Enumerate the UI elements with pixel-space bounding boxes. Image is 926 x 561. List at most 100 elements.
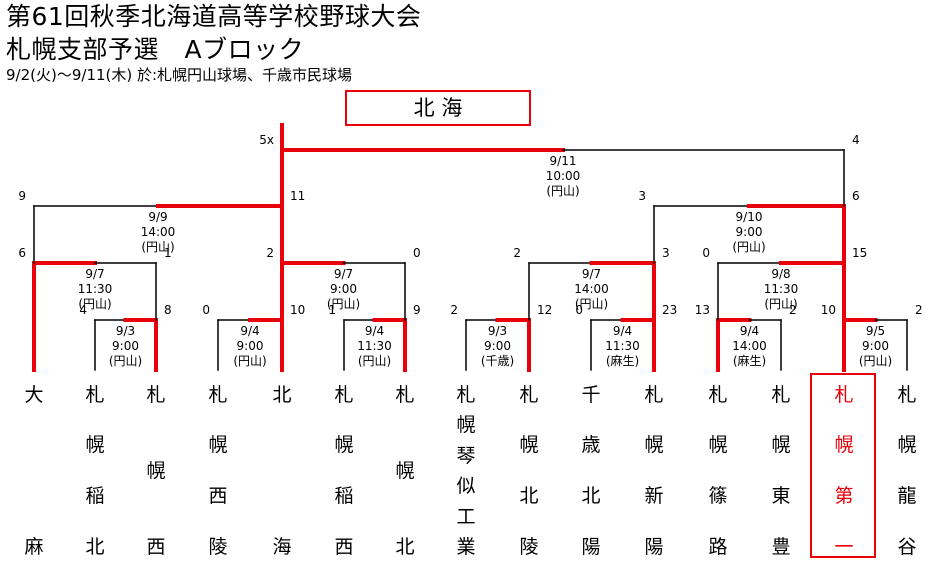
team-name-char: 琴 [456, 445, 476, 467]
match-score: 10 [290, 303, 305, 317]
team-name-char: 札 [708, 384, 728, 406]
team-name-char: 幌 [644, 434, 664, 456]
team-name-char: 篠 [708, 485, 728, 507]
team-name-char: 札 [834, 384, 854, 406]
match-time: 9:00 [112, 339, 139, 353]
match-score: 6 [18, 246, 26, 260]
team-name-char: 札 [334, 384, 354, 406]
team-name-char: 工 [456, 506, 476, 528]
match-date: 9/3 [488, 324, 507, 338]
match-score: 2 [513, 246, 521, 260]
team-name-char: 幌 [897, 434, 917, 456]
team-name-char: 陽 [644, 536, 664, 558]
team-name-char: 千 [581, 384, 601, 406]
team-name-char: 稲 [85, 485, 105, 507]
match-venue: (円山) [141, 240, 174, 254]
team-name-char: 北 [519, 485, 539, 507]
team-name-char: 谷 [897, 536, 917, 558]
match-score: 3 [662, 246, 670, 260]
page-subtitle: 札幌支部予選 Aブロック [6, 35, 305, 64]
match-time: 14:00 [141, 225, 176, 239]
match-time: 14:00 [732, 339, 767, 353]
match-date: 9/11 [550, 154, 577, 168]
match-score: 2 [266, 246, 274, 260]
team-name-char: 北 [85, 536, 105, 558]
team-name-char: 陵 [208, 536, 228, 558]
match-score: 10 [821, 303, 836, 317]
team-name-char: 札 [208, 384, 228, 406]
match-score: 4 [852, 133, 860, 147]
match-time: 11:30 [764, 282, 799, 296]
team-name-char: 幌 [85, 434, 105, 456]
team-name-char: 麻 [24, 536, 44, 558]
team-name-char: 札 [395, 384, 415, 406]
team-name-char: 第 [834, 485, 854, 507]
team-name-char: 業 [456, 536, 476, 558]
team-name-char: 北 [395, 536, 415, 558]
match-venue: (円山) [109, 354, 142, 368]
match-time: 11:30 [357, 339, 392, 353]
match-venue: (円山) [327, 297, 360, 311]
team-name-char: 幌 [146, 460, 166, 482]
team-name-char: 幌 [519, 434, 539, 456]
team-name-char: 北 [581, 485, 601, 507]
champion-box [345, 90, 531, 126]
team-name-char: 似 [456, 475, 476, 497]
team-name-char: 陵 [519, 536, 539, 558]
match-venue: (円山) [764, 297, 797, 311]
team-name-char: 幌 [208, 434, 228, 456]
match-score: 1 [164, 246, 172, 260]
match-date: 9/4 [740, 324, 759, 338]
match-time: 11:30 [605, 339, 640, 353]
team-name-char: 一 [834, 536, 854, 558]
team-name-char: 歳 [581, 434, 601, 456]
match-score: 0 [202, 303, 210, 317]
team-name-char: 稲 [334, 485, 354, 507]
match-score: 5x [259, 133, 274, 147]
team-name-char: 札 [456, 384, 476, 406]
team-name-char: 幌 [456, 414, 476, 436]
page-title: 第61回秋季北海道高等学校野球大会 [6, 2, 422, 31]
team-name-char: 新 [644, 485, 664, 507]
match-score: 4 [79, 303, 87, 317]
match-time: 9:00 [330, 282, 357, 296]
team-name-char: 幌 [708, 434, 728, 456]
team-name-char: 幌 [834, 434, 854, 456]
champion-name: 北 海 [414, 96, 463, 120]
match-venue: (円山) [233, 354, 266, 368]
match-date: 9/4 [613, 324, 632, 338]
match-venue: (円山) [78, 297, 111, 311]
team-name-char: 路 [708, 536, 728, 558]
team-name-char: 札 [644, 384, 664, 406]
match-date: 9/3 [116, 324, 135, 338]
match-time: 11:30 [78, 282, 113, 296]
match-venue: (千歳) [481, 354, 514, 368]
match-time: 9:00 [862, 339, 889, 353]
team-name-char: 西 [146, 536, 166, 558]
match-venue: (円山) [358, 354, 391, 368]
match-venue: (円山) [732, 240, 765, 254]
team-name-char: 札 [771, 384, 791, 406]
match-venue: (麻生) [606, 353, 639, 368]
match-score: 0 [575, 303, 583, 317]
team-name-char: 幌 [395, 460, 415, 482]
match-time: 9:00 [237, 339, 264, 353]
schedule-venue-info: 9/2(火)～9/11(木) 於:札幌円山球場、千歳市民球場 [6, 66, 353, 84]
match-date: 9/10 [736, 210, 763, 224]
match-venue: (円山) [546, 184, 579, 198]
match-score: 0 [702, 246, 710, 260]
team-name-char: 豊 [771, 536, 791, 558]
match-score: 3 [638, 189, 646, 203]
team-name-char: 札 [146, 384, 166, 406]
team-name-char: 海 [272, 536, 292, 558]
match-date: 9/7 [334, 267, 353, 281]
match-time: 14:00 [574, 282, 609, 296]
team-name-char: 西 [208, 485, 228, 507]
match-score: 1 [328, 303, 336, 317]
match-score: 11 [290, 189, 305, 203]
team-name-char: 幌 [334, 434, 354, 456]
match-score: 8 [164, 303, 172, 317]
match-venue: (麻生) [733, 353, 766, 368]
